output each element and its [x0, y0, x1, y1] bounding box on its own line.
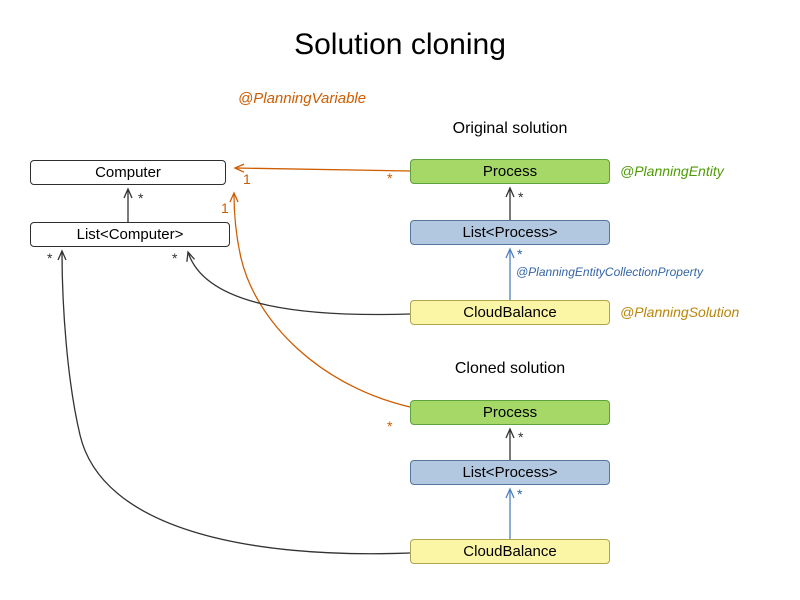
process-cloned-class-box: Process — [410, 400, 610, 425]
edge-cloudbalance-orig-to-listcomputer — [186, 250, 411, 316]
multiplicity-label: * — [517, 486, 523, 502]
planning-entity-annotation: @PlanningEntity — [620, 163, 724, 179]
edge-process-orig-to-computer — [233, 163, 411, 173]
list-computer-class-box: List<Computer> — [30, 222, 230, 247]
planning-entity-collection-property-annotation: @PlanningEntityCollectionProperty — [516, 265, 703, 279]
multiplicity-label: * — [387, 418, 393, 434]
list-process-cloned-class-box: List<Process> — [410, 460, 610, 485]
multiplicity-label: * — [138, 190, 144, 206]
process-original-class-box: Process — [410, 159, 610, 184]
edge-process-clone-to-computer — [229, 191, 411, 408]
planning-variable-annotation: @PlanningVariable — [238, 90, 367, 107]
multiplicity-label: * — [518, 189, 524, 205]
list-process-original-class-box: List<Process> — [410, 220, 610, 245]
planning-solution-annotation: @PlanningSolution — [620, 304, 740, 320]
computer-class-box: Computer — [30, 160, 226, 185]
cloudbalance-original-class-box: CloudBalance — [410, 300, 610, 325]
multiplicity-label: * — [387, 170, 393, 186]
original-solution-label: Original solution — [452, 120, 568, 137]
multiplicity-label: * — [172, 250, 178, 266]
edge-cloudbalance-clone-to-listcomputer — [57, 249, 411, 555]
multiplicity-label: * — [518, 429, 524, 445]
cloudbalance-cloned-class-box: CloudBalance — [410, 539, 610, 564]
cloned-solution-label: Cloned solution — [454, 360, 566, 377]
diagram-title: Solution cloning — [294, 28, 506, 61]
multiplicity-label: * — [47, 250, 53, 266]
multiplicity-label: 1 — [221, 200, 229, 216]
multiplicity-label: 1 — [243, 171, 251, 187]
multiplicity-label: * — [517, 246, 523, 262]
